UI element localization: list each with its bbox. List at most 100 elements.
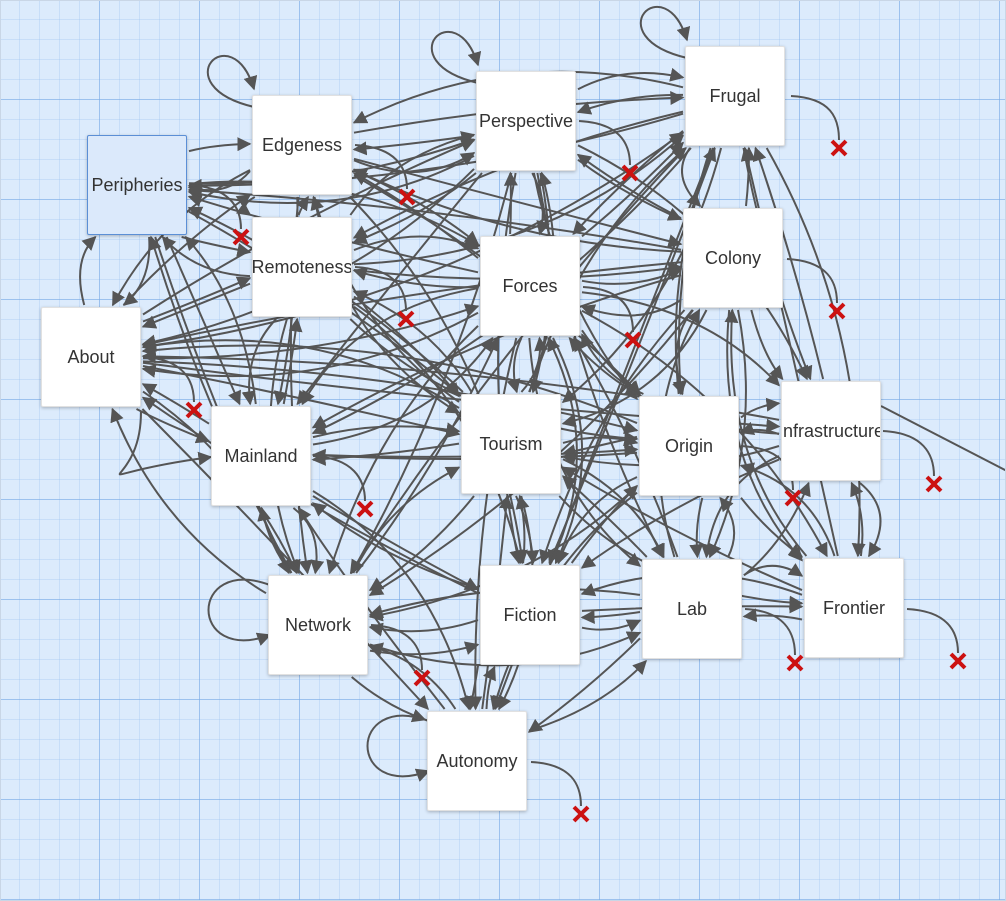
edge-about-tourism[interactable] (142, 365, 461, 439)
edge-forces-mainland[interactable] (301, 287, 479, 406)
edge-network-about[interactable] (110, 407, 267, 595)
edge-fiction-autonomy[interactable] (465, 665, 480, 711)
edge-remoteness-forces[interactable] (353, 235, 480, 252)
self-loop-network[interactable] (207, 578, 272, 646)
delete-x-icon[interactable] (231, 227, 251, 247)
edge-colony-edgeness[interactable] (352, 168, 682, 253)
edge-autonomy-fiction[interactable] (483, 665, 496, 710)
edge-infrastructure-frugal[interactable] (752, 146, 825, 380)
edge-colony-perspective[interactable] (576, 153, 682, 220)
delete-x-icon[interactable] (620, 163, 640, 183)
edge-fiction-tourism[interactable] (515, 494, 530, 564)
self-loop-frugal[interactable] (639, 6, 691, 59)
edge-frontier-tourism[interactable] (561, 466, 803, 592)
delete-x-icon[interactable] (184, 400, 204, 420)
edge-remoteness-peripheries[interactable] (161, 235, 251, 278)
edge-forces-fiction[interactable] (552, 337, 584, 565)
dangling-edge-peripheries[interactable] (188, 184, 242, 230)
edge-lab-forces[interactable] (573, 336, 679, 558)
edge-mainland-fiction[interactable] (312, 495, 480, 591)
delete-x-icon[interactable] (355, 499, 375, 519)
edge-mainland-remoteness[interactable] (282, 317, 303, 405)
edge-about-remoteness[interactable] (142, 276, 252, 323)
edge-frugal-network[interactable] (349, 147, 687, 575)
edge-lab-tourism[interactable] (561, 475, 648, 558)
node-frontier[interactable]: Frontier (804, 558, 904, 658)
delete-x-icon[interactable] (827, 301, 847, 321)
delete-x-icon[interactable] (571, 804, 591, 824)
edge-lab-origin[interactable] (719, 496, 736, 558)
delete-x-icon[interactable] (829, 138, 849, 158)
dangling-edge-infrastructure[interactable] (882, 430, 935, 477)
edge-mainland-tourism[interactable] (312, 422, 461, 439)
self-loop-edgeness[interactable] (206, 55, 258, 108)
node-tourism[interactable]: Tourism (461, 394, 561, 494)
dangling-edge-colony[interactable] (786, 258, 838, 304)
delete-x-icon[interactable] (948, 651, 968, 671)
edge-frugal-perspective[interactable] (576, 93, 684, 115)
node-infrastructure[interactable]: Infrastructure (781, 381, 881, 481)
edge-lab-fiction[interactable] (580, 609, 641, 624)
delete-x-icon[interactable] (924, 474, 944, 494)
self-loop-perspective[interactable] (430, 31, 482, 84)
dangling-edge-frontier[interactable] (906, 608, 959, 654)
edge-forces-autonomy[interactable] (468, 337, 518, 711)
edge-frontier-infrastructure[interactable] (850, 481, 864, 557)
edge-origin-fiction[interactable] (555, 476, 638, 565)
edge-tourism-forces[interactable] (520, 336, 549, 393)
edge-autonomy-lab[interactable] (528, 659, 647, 732)
edge-remoteness-mainland[interactable] (241, 318, 277, 406)
edge-frontier-colony[interactable] (724, 308, 808, 557)
edge-frontier-origin[interactable] (739, 462, 836, 557)
node-autonomy[interactable]: Autonomy (427, 711, 527, 811)
edge-autonomy-network[interactable] (368, 642, 457, 710)
edge-fiction-lab[interactable] (581, 619, 642, 633)
edge-tourism-about[interactable] (141, 338, 460, 409)
self-loop-autonomy[interactable] (366, 714, 431, 782)
dangling-edge-network[interactable] (370, 624, 423, 671)
edge-colony-infrastructure[interactable] (750, 309, 784, 381)
node-peripheries[interactable]: Peripheries (87, 135, 187, 235)
self-loop-about[interactable] (118, 411, 213, 476)
edge-mainland-about[interactable] (141, 383, 210, 425)
edge-mainland-forces[interactable] (312, 336, 494, 446)
dangling-edge-perspective[interactable] (578, 120, 631, 166)
node-frugal[interactable]: Frugal (685, 46, 785, 146)
edge-remoteness-frugal[interactable] (353, 134, 685, 266)
node-lab[interactable]: Lab (642, 559, 742, 659)
edge-infrastructure-offscreen[interactable] (880, 405, 1006, 472)
edge-lab-autonomy[interactable] (527, 637, 641, 733)
edge-forces-perspective[interactable] (503, 171, 518, 235)
edge-peripheries-about[interactable] (123, 236, 151, 306)
dangling-edge-remoteness[interactable] (354, 266, 407, 312)
delete-x-icon[interactable] (623, 330, 643, 350)
edge-frontier-frugal[interactable] (740, 146, 839, 557)
dangling-edge-about[interactable] (142, 356, 195, 403)
edge-mainland-autonomy[interactable] (312, 490, 473, 711)
edge-colony-about[interactable] (141, 261, 682, 350)
edge-colony-peripheries[interactable] (187, 183, 682, 251)
edge-forces-colony[interactable] (581, 268, 683, 285)
edge-edgeness-colony[interactable] (353, 157, 683, 248)
edge-about-peripheries[interactable] (79, 236, 97, 306)
edge-origin-frontier[interactable] (740, 497, 804, 558)
edge-forces-edgeness[interactable] (352, 172, 479, 259)
edge-mainland-peripheries[interactable] (184, 235, 257, 405)
delete-x-icon[interactable] (412, 668, 432, 688)
node-forces[interactable]: Forces (480, 236, 580, 336)
edge-network-tourism[interactable] (352, 466, 461, 574)
node-origin[interactable]: Origin (639, 396, 739, 496)
node-colony[interactable]: Colony (683, 208, 783, 308)
edge-peripheries-edgeness[interactable] (188, 137, 252, 153)
edge-colony-fiction[interactable] (539, 309, 686, 565)
dangling-edge-forces[interactable] (582, 286, 634, 333)
edge-about-autonomy[interactable] (141, 408, 429, 711)
edge-tourism-network[interactable] (368, 495, 475, 591)
node-about[interactable]: About (41, 307, 141, 407)
edge-fiction-origin[interactable] (570, 484, 638, 564)
edge-infrastructure-frontier[interactable] (859, 482, 882, 558)
delete-x-icon[interactable] (783, 488, 803, 508)
dangling-edge-autonomy[interactable] (530, 761, 582, 807)
edge-fiction-network[interactable] (368, 619, 479, 637)
